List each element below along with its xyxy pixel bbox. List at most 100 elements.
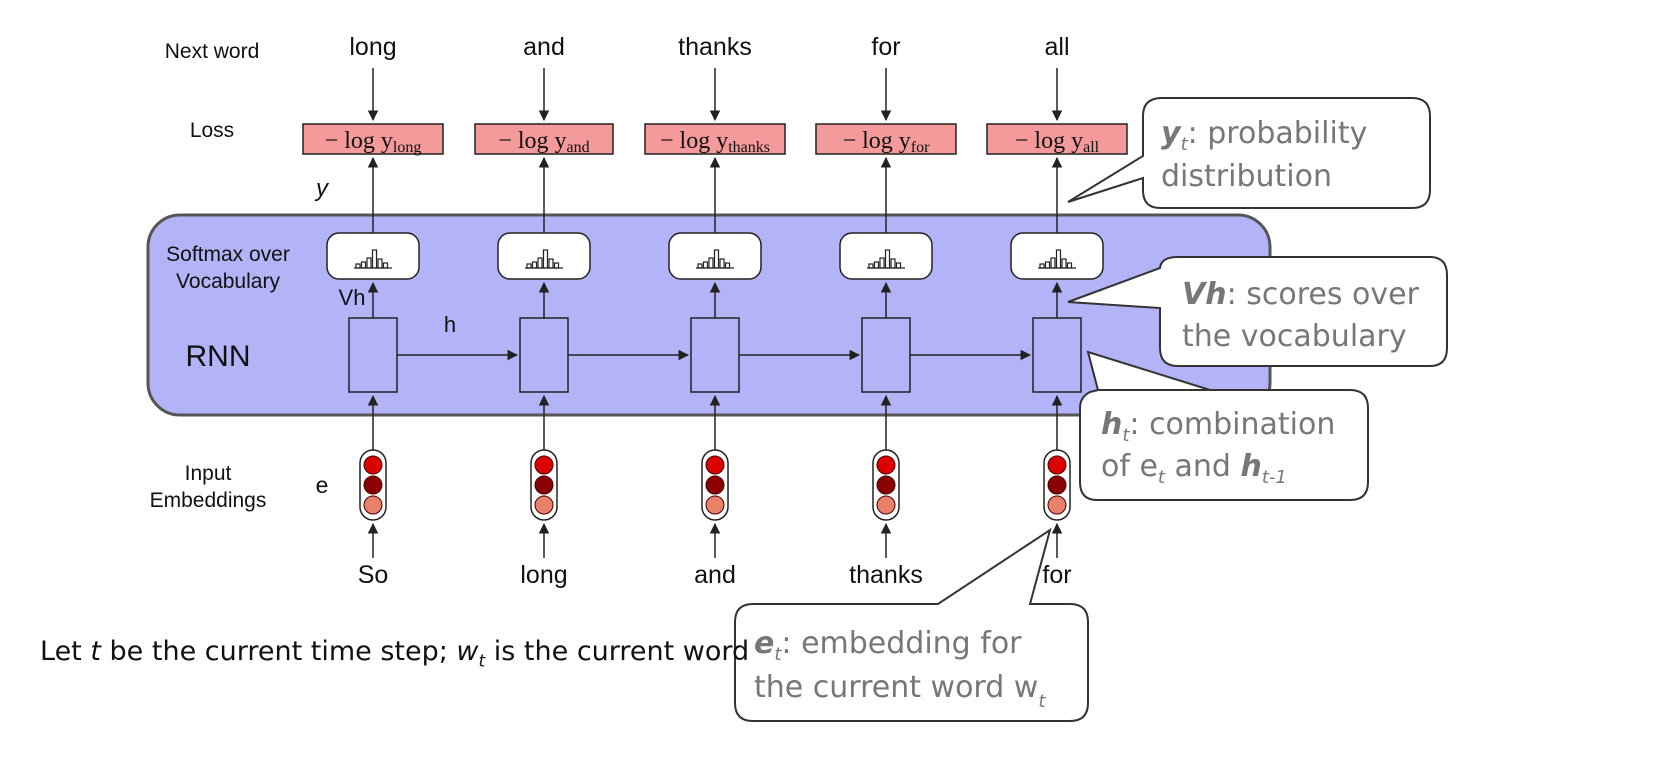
- embedding-dot: [876, 455, 896, 475]
- callout-vh: Vh: scores over the vocabulary: [1067, 256, 1448, 367]
- rnn-label: RNN: [186, 340, 251, 373]
- loss-term: − log yall: [1015, 128, 1100, 156]
- loss-label: Loss: [190, 119, 234, 142]
- embedding-dot: [534, 475, 554, 495]
- caption-w-sub: t: [478, 651, 486, 672]
- callout-e-line2: the current word wt: [754, 670, 1046, 712]
- input-word: thanks: [849, 561, 923, 589]
- input-word: long: [520, 561, 567, 589]
- callout-h-text2a: of e: [1101, 449, 1158, 484]
- loss-term-prefix: − log y: [498, 128, 566, 154]
- loss-term-sub: long: [393, 139, 421, 156]
- embedding-dot: [876, 475, 896, 495]
- softmax-label-line1: Softmax over: [166, 243, 290, 266]
- callout-y-bold: y: [1161, 116, 1182, 151]
- histogram-icon: [354, 249, 392, 269]
- next-word: for: [871, 33, 900, 61]
- callout-e-line1: et: embedding for: [754, 626, 1022, 665]
- embedding-dot: [1047, 475, 1067, 495]
- loss-box: [815, 123, 957, 155]
- callout-h-text2-sub: t: [1158, 467, 1166, 488]
- callout-e-text2: the current word w: [754, 670, 1038, 705]
- callout-vh-bold: Vh: [1182, 277, 1227, 312]
- loss-term-prefix: − log y: [325, 128, 393, 154]
- e-label: e: [316, 472, 329, 498]
- caption-t: t: [90, 636, 101, 667]
- h-label: h: [444, 312, 456, 337]
- callout-y-text1: : probability: [1188, 116, 1368, 151]
- loss-box: [986, 123, 1128, 155]
- embedding-dot: [876, 495, 896, 515]
- callout-e: et: embedding for the current word wt: [734, 527, 1089, 722]
- loss-term: − log ylong: [325, 128, 422, 156]
- caption-part1: Let: [40, 636, 91, 667]
- callout-h-text2-bold: h: [1241, 449, 1262, 484]
- next-word-label: Next word: [165, 40, 260, 63]
- embedding-dot: [1047, 495, 1067, 515]
- loss-term-sub: and: [567, 139, 590, 156]
- next-word: all: [1044, 33, 1069, 61]
- caption: Let t be the current time step; wt is th…: [40, 636, 749, 671]
- callout-h-bold: h: [1101, 407, 1122, 442]
- histogram-icon: [1038, 249, 1076, 269]
- loss-term-prefix: − log y: [660, 128, 728, 154]
- input-embeddings-label-line2: Embeddings: [150, 489, 267, 512]
- loss-term: − log yand: [498, 128, 589, 156]
- callout-h-text1: : combination: [1129, 407, 1335, 442]
- input-word: for: [1042, 561, 1071, 589]
- embedding-dot: [534, 455, 554, 475]
- loss-box: [302, 123, 444, 155]
- vh-label: Vh: [339, 285, 366, 310]
- callout-h: ht: combination of et and ht-1: [1079, 350, 1369, 501]
- loss-box: [644, 123, 786, 155]
- callout-e-text1: : embedding for: [781, 626, 1022, 661]
- callout-e-text2-sub: t: [1038, 691, 1046, 712]
- callout-h-line1: ht: combination: [1101, 407, 1335, 446]
- callout-e-shape: [734, 527, 1089, 722]
- callout-vh-line2: the vocabulary: [1182, 319, 1407, 354]
- rnn-cell: [1032, 317, 1082, 393]
- callout-e-sub: t: [774, 644, 782, 665]
- callout-y-shape: [1067, 97, 1431, 209]
- loss-term-sub: thanks: [728, 139, 770, 156]
- next-word: and: [523, 33, 565, 61]
- histogram-icon: [696, 249, 734, 269]
- callout-h-line2: of et and ht-1: [1101, 449, 1287, 488]
- callout-h-text2b: and: [1165, 449, 1241, 484]
- embedding-dot: [363, 495, 383, 515]
- callout-y: yt: probability distribution: [1067, 97, 1431, 209]
- loss-term-sub: all: [1083, 139, 1100, 156]
- embedding-dot: [1047, 455, 1067, 475]
- callout-vh-text1: : scores over: [1227, 277, 1420, 312]
- loss-box: [474, 123, 614, 155]
- loss-term: − log yfor: [843, 128, 931, 156]
- loss-term-prefix: − log y: [843, 128, 911, 154]
- callout-vh-shape: [1067, 256, 1448, 367]
- embedding-dot: [705, 495, 725, 515]
- callout-y-line1: yt: probability: [1161, 116, 1367, 155]
- caption-w: w: [456, 636, 479, 667]
- callout-h-text2-bold-sub: t-1: [1262, 467, 1287, 488]
- histogram-icon: [867, 249, 905, 269]
- embedding-dot: [705, 455, 725, 475]
- loss-term-prefix: − log y: [1015, 128, 1083, 154]
- loss-term: − log ythanks: [660, 128, 770, 156]
- callout-e-bold: e: [754, 626, 774, 661]
- caption-part2: be the current time step;: [100, 636, 457, 667]
- embedding-dot: [363, 455, 383, 475]
- y-label: y: [314, 175, 330, 202]
- loss-term-sub: for: [911, 139, 930, 156]
- next-word: thanks: [678, 33, 752, 61]
- input-embeddings-label-line1: Input: [185, 462, 232, 485]
- histogram-icon: [525, 249, 563, 269]
- input-word: and: [694, 561, 736, 589]
- callout-h-shape: [1079, 350, 1369, 501]
- next-word: long: [349, 33, 396, 61]
